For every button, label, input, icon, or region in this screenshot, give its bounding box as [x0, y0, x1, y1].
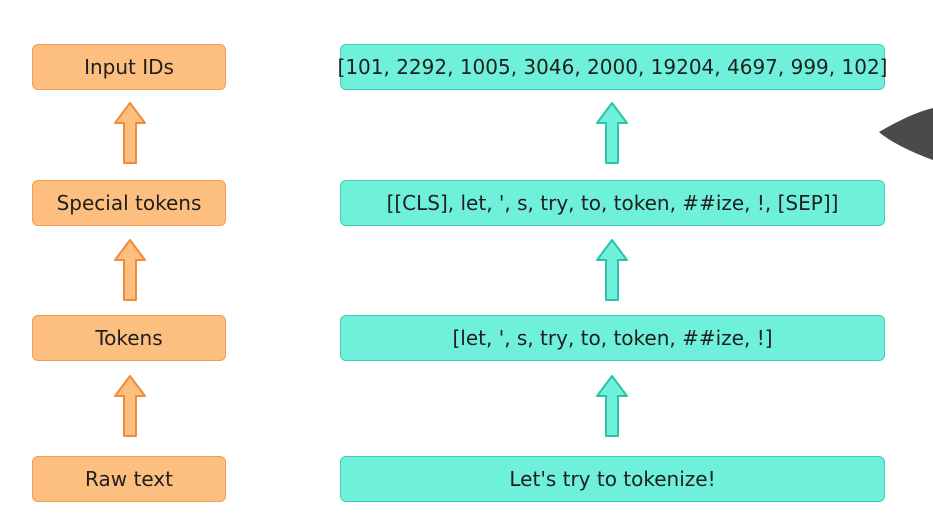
up-arrow-icon: [596, 375, 628, 437]
up-arrow-icon: [114, 375, 146, 437]
special-tokens-label-box: Special tokens: [32, 180, 226, 226]
up-arrow-icon: [114, 102, 146, 164]
tokens-value-box: [let, ', s, try, to, token, ##ize, !]: [340, 315, 885, 361]
input-ids-label-box: Input IDs: [32, 44, 226, 90]
up-arrow-icon: [596, 239, 628, 301]
up-arrow-icon: [114, 239, 146, 301]
tokens-value: [let, ', s, try, to, token, ##ize, !]: [452, 326, 773, 350]
raw-text-value: Let's try to tokenize!: [509, 467, 716, 491]
raw-text-label-box: Raw text: [32, 456, 226, 502]
special-tokens-value-box: [[CLS], let, ', s, try, to, token, ##ize…: [340, 180, 885, 226]
tokens-label: Tokens: [95, 326, 163, 350]
input-ids-value-box: [101, 2292, 1005, 3046, 2000, 19204, 469…: [337, 44, 888, 90]
input-ids-value: [101, 2292, 1005, 3046, 2000, 19204, 469…: [337, 55, 888, 79]
up-arrow-icon: [596, 102, 628, 164]
raw-text-value-box: Let's try to tokenize!: [340, 456, 885, 502]
tokens-label-box: Tokens: [32, 315, 226, 361]
decorative-shape-icon: [879, 108, 933, 160]
raw-text-label: Raw text: [85, 467, 173, 491]
special-tokens-label: Special tokens: [56, 191, 202, 215]
input-ids-label: Input IDs: [84, 55, 174, 79]
special-tokens-value: [[CLS], let, ', s, try, to, token, ##ize…: [386, 191, 839, 215]
